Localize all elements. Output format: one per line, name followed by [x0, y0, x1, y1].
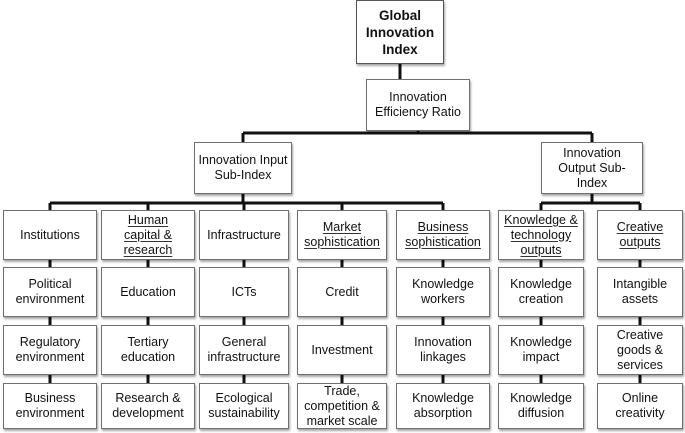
subpillar-label: Creative goods & services: [616, 327, 664, 372]
subpillar-box: Regulatory environment: [3, 325, 97, 375]
subpillar-label: Knowledge impact: [510, 335, 572, 364]
subpillar-box: Knowledge diffusion: [498, 383, 584, 429]
subpillar-label: Education: [120, 284, 176, 299]
subpillar-label: Innovation linkages: [414, 335, 472, 364]
innovation-output-subindex-box: Innovation Output Sub- Index: [541, 142, 643, 194]
subpillar-box: Innovation linkages: [396, 325, 490, 375]
subpillar-box: ICTs: [199, 267, 289, 317]
subpillar-box: Intangible assets: [597, 267, 683, 317]
innovation-output-subindex-label: Innovation Output Sub- Index: [558, 145, 626, 190]
subpillar-box: Creative goods & services: [597, 325, 683, 375]
global-innovation-index-label: Global Innovation Index: [365, 7, 435, 57]
subpillar-box: Business environment: [3, 383, 97, 429]
subpillar-box: Trade, competition & market scale: [297, 383, 387, 429]
subpillar-box: Knowledge workers: [396, 267, 490, 317]
pillar-title: Human capital & research: [123, 212, 173, 257]
pillar-title: Institutions: [20, 227, 80, 242]
subpillar-label: Regulatory environment: [15, 335, 85, 364]
innovation-input-subindex-label: Innovation Input Sub-Index: [198, 153, 288, 182]
pillar-title: Knowledge & technology outputs: [504, 212, 578, 257]
subpillar-label: Ecological sustainability: [208, 391, 280, 420]
subpillar-box: Research & development: [101, 383, 195, 429]
pillar-market-sophistication: Market sophistication: [297, 210, 387, 260]
subpillar-label: Political environment: [15, 277, 85, 306]
subpillar-label: Trade, competition & market scale: [304, 383, 380, 428]
subpillar-box: Credit: [297, 267, 387, 317]
subpillar-label: Intangible assets: [612, 277, 668, 306]
subpillar-box: Knowledge creation: [498, 267, 584, 317]
subpillar-label: Knowledge workers: [412, 277, 474, 306]
pillar-title: Market sophistication: [304, 220, 380, 249]
subpillar-label: ICTs: [231, 284, 257, 299]
pillar-title: Creative outputs: [616, 220, 664, 249]
subpillar-label: Knowledge creation: [510, 277, 572, 306]
subpillar-label: Research & development: [112, 391, 184, 420]
pillar-infrastructure: Infrastructure: [199, 210, 289, 260]
pillar-title: Infrastructure: [207, 227, 281, 242]
global-innovation-index-box: Global Innovation Index: [356, 0, 444, 64]
subpillar-box: Political environment: [3, 267, 97, 317]
subpillar-label: Credit: [325, 284, 359, 299]
subpillar-label: Knowledge absorption: [412, 391, 474, 420]
subpillar-label: Investment: [311, 342, 373, 357]
pillar-title: Business sophistication: [405, 220, 481, 249]
subpillar-label: Knowledge diffusion: [510, 391, 572, 420]
innovation-efficiency-ratio-label: Innovation Efficiency Ratio: [375, 90, 461, 119]
pillar-human-capital-research: Human capital & research: [101, 210, 195, 260]
subpillar-label: Business environment: [15, 391, 85, 420]
subpillar-label: Tertiary education: [120, 335, 176, 364]
subpillar-label: General infrastructure: [207, 335, 281, 364]
subpillar-box: Knowledge absorption: [396, 383, 490, 429]
pillar-knowledge-technology-outputs: Knowledge & technology outputs: [498, 210, 584, 260]
subpillar-label: Online creativity: [615, 391, 665, 420]
innovation-efficiency-ratio-box: Innovation Efficiency Ratio: [366, 79, 470, 131]
subpillar-box: Online creativity: [597, 383, 683, 429]
subpillar-box: Investment: [297, 325, 387, 375]
pillar-creative-outputs: Creative outputs: [597, 210, 683, 260]
subpillar-box: Knowledge impact: [498, 325, 584, 375]
subpillar-box: Education: [101, 267, 195, 317]
innovation-input-subindex-box: Innovation Input Sub-Index: [194, 142, 292, 194]
pillar-business-sophistication: Business sophistication: [396, 210, 490, 260]
pillar-institutions: Institutions: [3, 210, 97, 260]
subpillar-box: General infrastructure: [199, 325, 289, 375]
subpillar-box: Tertiary education: [101, 325, 195, 375]
subpillar-box: Ecological sustainability: [199, 383, 289, 429]
